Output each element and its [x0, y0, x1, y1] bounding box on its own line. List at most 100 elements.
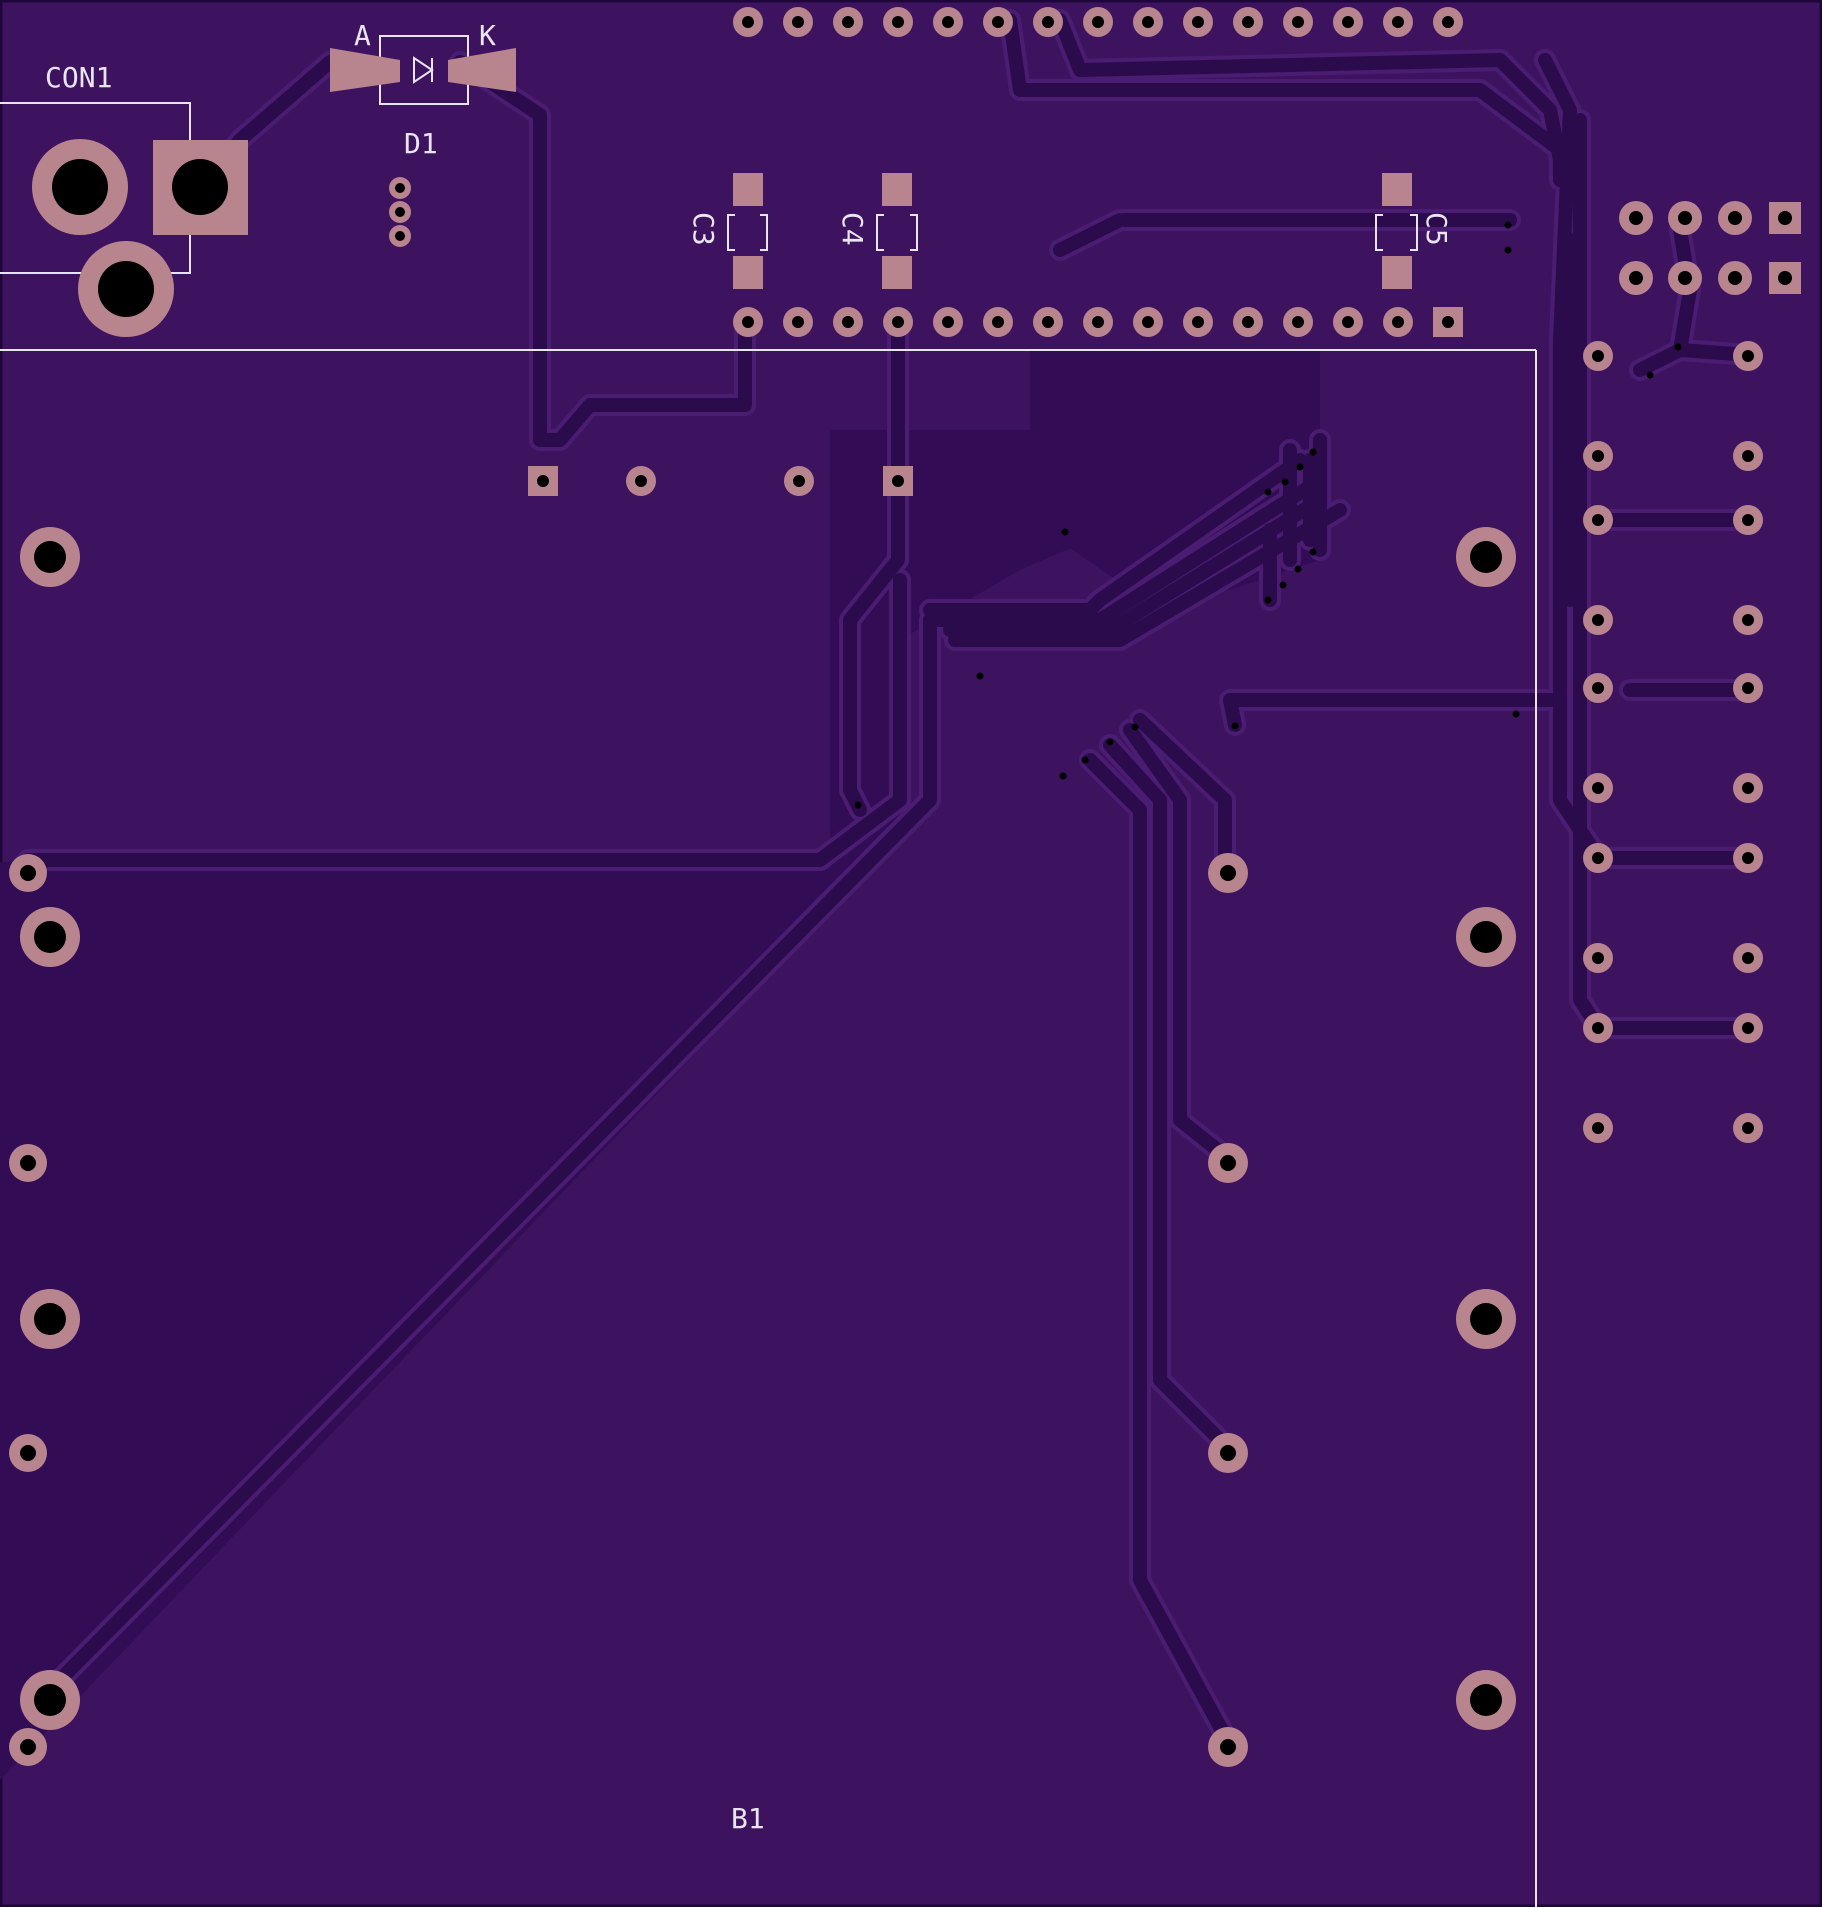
via — [1281, 478, 1289, 486]
via — [1279, 581, 1287, 589]
c4-label: C4 — [836, 212, 869, 246]
header-top-pin-drill — [1192, 16, 1204, 28]
c4-bracket-right — [910, 214, 918, 251]
c5-bracket-left — [1375, 214, 1383, 251]
c5-pad-bottom — [1382, 256, 1412, 289]
mounting-hole-drill — [34, 1684, 66, 1716]
mounting-hole-drill — [34, 541, 66, 573]
via — [1231, 722, 1239, 730]
via — [1309, 548, 1317, 556]
header-bottom-pin-drill — [792, 316, 804, 328]
module-pin-1-drill — [537, 475, 549, 487]
header-bottom-pin-drill — [1192, 316, 1204, 328]
header-top-pin-drill — [1142, 16, 1154, 28]
header-top-pin-drill — [1092, 16, 1104, 28]
d1-cathode-pad — [448, 48, 516, 92]
d1-cathode-label: K — [479, 19, 496, 52]
resistor-pad-drill — [1592, 1122, 1604, 1134]
mounting-hole-drill — [1470, 1303, 1502, 1335]
header-bottom-pin-drill — [1392, 316, 1404, 328]
c3-label: C3 — [687, 212, 720, 246]
c5-bracket-right — [1410, 214, 1418, 251]
copper-traces — [17, 9, 1761, 1756]
con1-drill-switch — [98, 261, 154, 317]
via — [1059, 772, 1067, 780]
header-bottom-pin-drill — [1292, 316, 1304, 328]
resistor-pad-drill — [1742, 514, 1754, 526]
right-header-pin-drill — [1728, 271, 1742, 285]
left-edge-pad-drill — [20, 1445, 36, 1461]
resistor-pad-drill — [1742, 852, 1754, 864]
regulator-pin-drill — [395, 231, 405, 241]
resistor-pad-drill — [1742, 952, 1754, 964]
con1-drill-sleeve — [52, 159, 108, 215]
diode-symbol-icon — [413, 56, 434, 84]
resistor-pad-drill — [1592, 682, 1604, 694]
header-top-pin-drill — [1242, 16, 1254, 28]
con1-pads — [32, 139, 248, 337]
c4-pad-bottom — [882, 256, 912, 289]
con1-drill-center — [172, 159, 228, 215]
left-edge-pad-drill — [20, 1155, 36, 1171]
d1-anode-label: A — [354, 19, 371, 52]
resistor-pad-drill — [1742, 1122, 1754, 1134]
via — [1296, 463, 1304, 471]
vias — [854, 221, 1682, 809]
module-pin-drill — [793, 475, 805, 487]
smd-capacitor-pads — [733, 173, 1412, 289]
header-top-pin-drill — [742, 16, 754, 28]
left-edge-pad-drill — [20, 865, 36, 881]
right-header-pin-1-drill — [1778, 271, 1792, 285]
c3-bracket-left — [727, 214, 735, 251]
d1-pads — [330, 48, 516, 92]
via — [1131, 723, 1139, 731]
via — [1294, 565, 1302, 573]
via — [1504, 246, 1512, 254]
resistor-pad-drill — [1592, 350, 1604, 362]
resistor-pad-drill — [1742, 782, 1754, 794]
header-bottom-pin-drill — [892, 316, 904, 328]
con1-label: CON1 — [45, 61, 112, 94]
header-bottom-pin-drill — [942, 316, 954, 328]
header-top-pin-drill — [1042, 16, 1054, 28]
module-column-pad-drill — [1220, 1739, 1236, 1755]
b1-label: B1 — [731, 1802, 765, 1835]
c5-label: C5 — [1420, 212, 1453, 246]
header-bottom-pin-drill — [1242, 316, 1254, 328]
right-header-pin-drill — [1678, 211, 1692, 225]
resistor-pad-drill — [1592, 782, 1604, 794]
header-top-pin-drill — [842, 16, 854, 28]
header-top-pin-drill — [1392, 16, 1404, 28]
via — [1081, 756, 1089, 764]
mounting-hole-drill — [34, 1303, 66, 1335]
resistor-pad-drill — [1592, 614, 1604, 626]
mounting-hole-drill — [34, 921, 66, 953]
mounting-hole-drill — [1470, 1684, 1502, 1716]
through-hole-pads — [9, 7, 1801, 1767]
via — [1504, 221, 1512, 229]
right-header-pin-drill — [1678, 271, 1692, 285]
right-header-pin-1-drill — [1778, 211, 1792, 225]
c4-pad-top — [882, 173, 912, 206]
header-top-pin-drill — [792, 16, 804, 28]
resistor-pad-drill — [1592, 952, 1604, 964]
d1-label: D1 — [404, 127, 438, 160]
regulator-pin-drill — [395, 207, 405, 217]
resistor-pad-drill — [1592, 514, 1604, 526]
module-column-pad-drill — [1220, 1155, 1236, 1171]
header-top-pin-drill — [1342, 16, 1354, 28]
via — [1061, 528, 1069, 536]
via — [1674, 343, 1682, 351]
mounting-hole-drill — [1470, 541, 1502, 573]
left-edge-pad-drill — [20, 1739, 36, 1755]
via — [976, 672, 984, 680]
resistor-pad-drill — [1742, 350, 1754, 362]
c4-bracket-left — [876, 214, 884, 251]
resistor-pad-drill — [1592, 1022, 1604, 1034]
c5-pad-top — [1382, 173, 1412, 206]
resistor-pad-drill — [1592, 450, 1604, 462]
header-bottom-pin-drill — [1342, 316, 1354, 328]
module-pin-drill — [635, 475, 647, 487]
module-column-pad-drill — [1220, 1445, 1236, 1461]
